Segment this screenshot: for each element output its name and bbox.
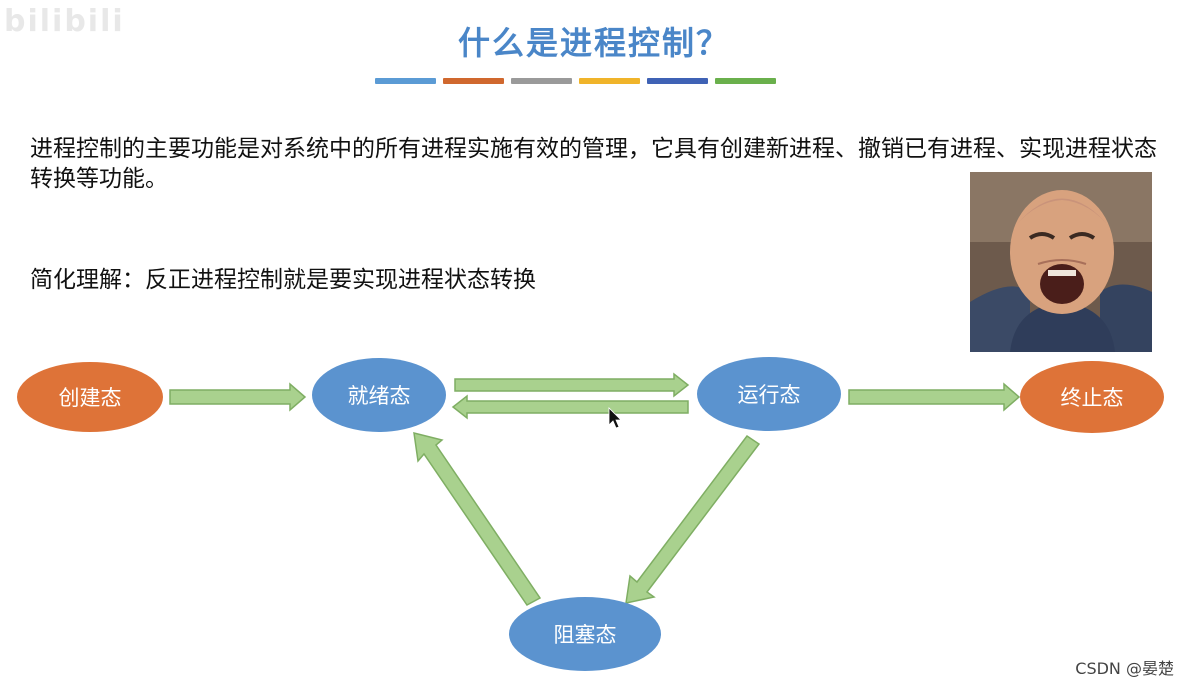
node-running: 运行态	[697, 357, 841, 431]
arrow-running-to-blocked	[625, 434, 761, 604]
node-terminated: 终止态	[1020, 361, 1164, 433]
node-blocked-label: 阻塞态	[554, 623, 617, 647]
color-bar	[715, 78, 776, 84]
description-paragraph: 进程控制的主要功能是对系统中的所有进程实施有效的管理，它具有创建新进程、撤销已有…	[30, 136, 1157, 192]
node-create: 创建态	[17, 362, 163, 432]
color-bar	[647, 78, 708, 84]
arrow-running-to-terminated	[848, 382, 1021, 412]
color-bar-strip	[375, 78, 776, 84]
slide-title: 什么是进程控制？	[457, 24, 730, 62]
arrow-create-to-ready	[169, 382, 307, 412]
arrow-blocked-to-ready	[413, 432, 542, 606]
color-bar	[579, 78, 640, 84]
meme-photo	[970, 172, 1152, 352]
arrow-ready-to-running	[454, 372, 690, 398]
mouse-cursor-icon	[608, 407, 622, 429]
bilibili-watermark: bilibili	[4, 4, 125, 39]
color-bar	[511, 78, 572, 84]
node-running-label: 运行态	[738, 383, 801, 407]
footer-credit: CSDN @晏楚	[1075, 659, 1174, 678]
color-bar	[443, 78, 504, 84]
arrow-running-to-ready	[451, 394, 689, 420]
node-blocked: 阻塞态	[509, 597, 661, 671]
node-ready: 就绪态	[312, 358, 446, 432]
node-terminated-label: 终止态	[1061, 386, 1124, 410]
node-create-label: 创建态	[59, 386, 122, 410]
node-ready-label: 就绪态	[348, 384, 411, 408]
simple-understanding-text: 简化理解：反正进程控制就是要实现进程状态转换	[30, 267, 536, 293]
color-bar	[375, 78, 436, 84]
